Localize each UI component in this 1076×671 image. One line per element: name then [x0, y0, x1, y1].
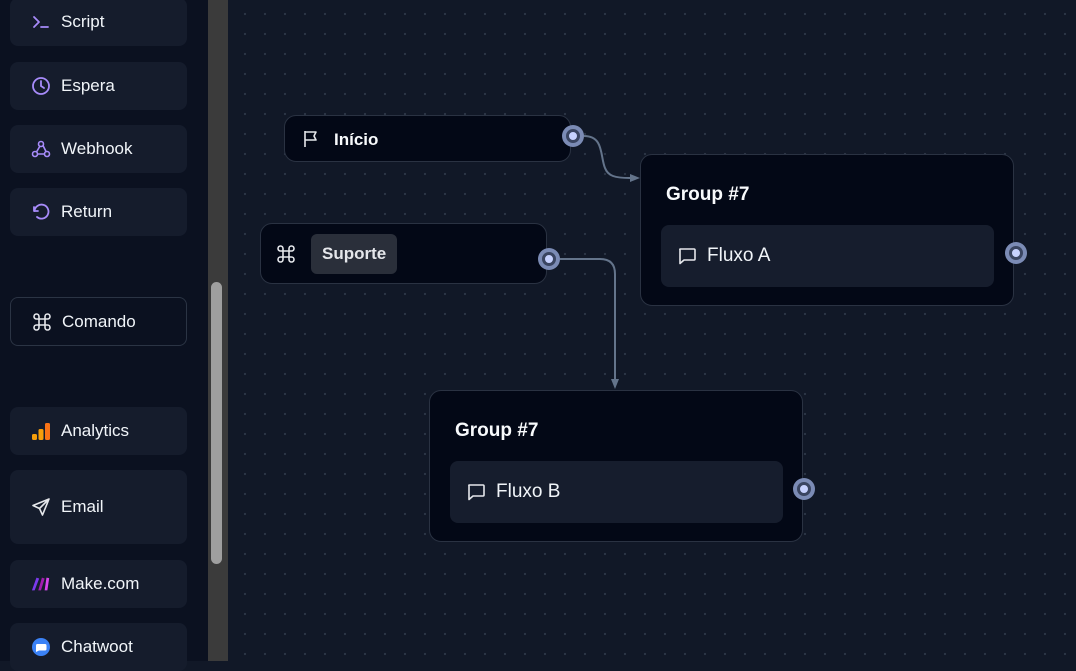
undo-icon: [31, 202, 51, 222]
sidebar-item-label: Comando: [62, 311, 136, 331]
sidebar-item-label: Webhook: [61, 139, 133, 158]
sidebar-item-label: Email: [61, 497, 104, 516]
message-icon: [466, 482, 486, 502]
sidebar-scrollbar-thumb[interactable]: [211, 282, 222, 564]
sidebar-item-analytics[interactable]: Analytics: [10, 407, 187, 455]
sidebar-item-comando[interactable]: Comando: [10, 297, 187, 346]
sidebar-item-chatwoot[interactable]: Chatwoot: [10, 623, 187, 671]
blocks-sidebar: Script Espera Webhook Return Comando Ana…: [0, 0, 208, 671]
sidebar-item-webhook[interactable]: Webhook: [10, 125, 187, 173]
sidebar-item-label: Make.com: [61, 574, 140, 593]
message-icon: [677, 246, 697, 266]
sidebar-item-email[interactable]: Email: [10, 470, 187, 544]
sidebar-item-label: Chatwoot: [61, 637, 133, 656]
command-node[interactable]: Suporte: [260, 223, 547, 284]
terminal-icon: [31, 12, 51, 32]
command-icon: [32, 312, 52, 332]
send-icon: [31, 497, 51, 517]
group-b-output-handle[interactable]: [793, 478, 815, 500]
command-keyword-tag: Suporte: [311, 234, 398, 274]
sidebar-item-label: Analytics: [61, 421, 130, 440]
sidebar-item-espera[interactable]: Espera: [10, 62, 187, 110]
analytics-icon: [31, 421, 51, 441]
sidebar-item-label: Return: [61, 202, 113, 221]
command-node-output-handle[interactable]: [538, 248, 560, 270]
group-title: Group #7: [455, 420, 539, 441]
sidebar-item-script[interactable]: Script: [10, 0, 187, 46]
start-node-label: Início: [334, 130, 379, 149]
start-node[interactable]: Início: [284, 115, 571, 162]
group-node-a[interactable]: Group #7 Fluxo A: [640, 154, 1014, 306]
flow-block-b[interactable]: Fluxo B: [450, 461, 783, 523]
sidebar-item-return[interactable]: Return: [10, 188, 187, 236]
flag-icon: [301, 129, 321, 154]
flow-block-label: Fluxo B: [496, 481, 561, 502]
group-node-b[interactable]: Group #7 Fluxo B: [429, 390, 803, 542]
group-a-output-handle[interactable]: [1005, 242, 1027, 264]
flow-block-label: Fluxo A: [707, 245, 771, 266]
group-title: Group #7: [666, 184, 750, 205]
webhook-icon: [31, 139, 51, 159]
sidebar-item-label: Script: [61, 12, 105, 31]
command-icon: [276, 244, 296, 269]
flow-block-a[interactable]: Fluxo A: [661, 225, 994, 287]
start-node-output-handle[interactable]: [562, 125, 584, 147]
make-logo-icon: [31, 574, 51, 594]
flow-canvas[interactable]: [228, 0, 1076, 661]
sidebar-item-make[interactable]: Make.com: [10, 560, 187, 608]
clock-icon: [31, 76, 51, 96]
chatwoot-logo-icon: [31, 637, 51, 657]
sidebar-item-label: Espera: [61, 76, 115, 95]
